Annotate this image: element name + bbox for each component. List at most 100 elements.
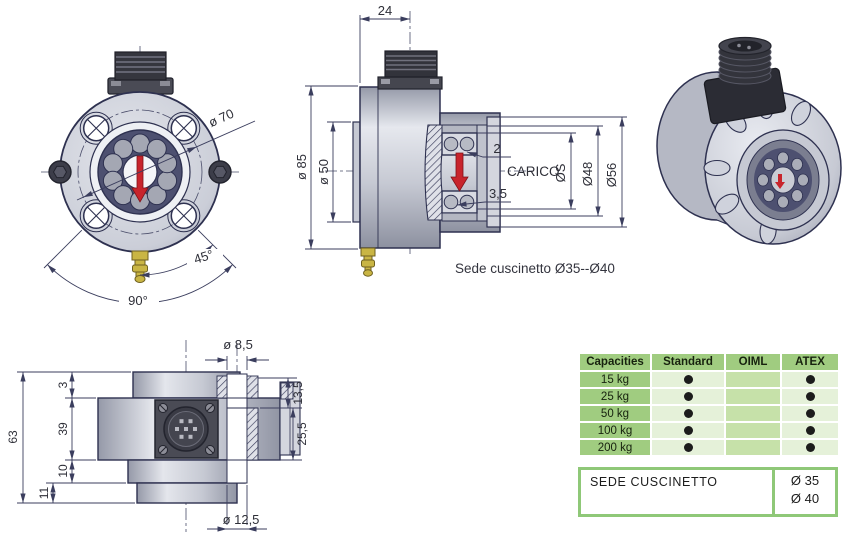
dim-label: 3,5 — [489, 186, 507, 201]
capacity-atex-cell — [782, 389, 838, 404]
connector-side — [377, 50, 443, 90]
dim-hub-56: Ø56 — [500, 116, 627, 228]
capacity-standard-cell — [652, 406, 724, 421]
dim-label: ø 8,5 — [223, 337, 253, 352]
capacity-row: 50 kg — [580, 406, 838, 421]
dim-label: 39 — [56, 422, 70, 436]
seat-value-40: Ø 40 — [790, 491, 820, 506]
load-arrow-icon — [450, 152, 469, 192]
dim-label: ø 12,5 — [223, 512, 260, 527]
dim-label: Ø56 — [604, 163, 619, 188]
plate-screws — [158, 403, 215, 455]
filled-dot-icon — [683, 374, 693, 384]
capacity-label: 100 kg — [580, 423, 650, 438]
dim-ring-48: Ø48 — [487, 125, 603, 217]
dim-label: 3 — [56, 381, 70, 388]
capacity-oiml-cell — [726, 372, 780, 387]
dim-label: 24 — [378, 5, 392, 18]
section-view-drawing: 24 ø 85 ø 50 Ø56 Ø48 — [295, 5, 627, 277]
seat-caption: Sede cuscinetto Ø35--Ø40 — [455, 261, 615, 276]
capacity-row: 200 kg — [580, 440, 838, 455]
dim-label: 2 — [493, 141, 500, 156]
dim-hole-top: ø 8,5 — [205, 337, 269, 370]
dim-label: Ø48 — [580, 162, 595, 187]
capacity-standard-cell — [652, 389, 724, 404]
grease-nipple — [131, 250, 149, 283]
dim-label: 25,5 — [295, 422, 309, 446]
capacity-oiml-cell — [726, 423, 780, 438]
iso-body — [656, 36, 842, 245]
dim-label: 63 — [6, 430, 20, 444]
capacity-oiml-cell — [726, 389, 780, 404]
dim-label: ø 85 — [295, 154, 309, 180]
dim-label: 10 — [56, 464, 70, 478]
dim-label: ø 50 — [316, 159, 331, 185]
filled-dot-icon — [805, 391, 815, 401]
filled-dot-icon — [805, 425, 815, 435]
filled-dot-icon — [683, 391, 693, 401]
load-arrow-icon — [775, 174, 785, 189]
capacity-row: 100 kg — [580, 423, 838, 438]
connector-top — [107, 51, 174, 95]
iso-bearing — [736, 129, 830, 231]
dim-hole-bottom: ø 12,5 — [207, 485, 267, 532]
capacity-oiml-cell — [726, 406, 780, 421]
seat-divider — [772, 470, 775, 514]
capacity-label: 15 kg — [580, 372, 650, 387]
capacity-label: 25 kg — [580, 389, 650, 404]
dim-label: 11 — [37, 486, 51, 499]
bolt-circle — [77, 109, 203, 235]
seat-label: SEDE CUSCINETTO — [590, 475, 718, 489]
capacity-header-row: Capacities Standard OIML ATEX — [580, 354, 838, 370]
dim-angle-45: 45° — [192, 247, 215, 267]
iso-connector — [703, 36, 787, 125]
leader-lip-bottom: 3,5 — [456, 186, 511, 207]
capacity-col-capacities: Capacities — [580, 354, 650, 370]
capacity-atex-cell — [782, 423, 838, 438]
hex-plugs — [48, 160, 232, 184]
capacity-standard-cell — [652, 423, 724, 438]
left-dimensions: 3 39 10 11 63 — [6, 371, 135, 504]
front-view-drawing: ø 70 45° 90° — [41, 46, 256, 308]
leader-lip-top: 2 — [466, 141, 511, 158]
bolt-holes — [79, 111, 201, 233]
capacity-label: 50 kg — [580, 406, 650, 421]
capacity-table-body: 15 kg 25 kg 50 kg 100 kg 200 kg — [580, 372, 838, 455]
dim-label: ø 70 — [206, 106, 236, 130]
right-dimensions: 13,5 25,5 — [258, 377, 309, 461]
capacity-row: 15 kg — [580, 372, 838, 387]
angle-dimensions: 45° 90° — [43, 229, 237, 308]
capacity-col-atex: ATEX — [782, 354, 838, 370]
capacity-col-oiml: OIML — [726, 354, 780, 370]
capacity-label: 200 kg — [580, 440, 650, 455]
grease-nipple — [360, 247, 376, 277]
bolt-hole-section — [216, 373, 259, 484]
connector-face — [154, 399, 219, 459]
dim-seat-S: ØS — [477, 132, 576, 210]
dim-label: 13,5 — [291, 381, 305, 405]
dim-body-85: ø 85 — [295, 85, 358, 250]
dim-pilot-50: ø 50 — [316, 121, 351, 223]
capacity-standard-cell — [652, 440, 724, 455]
dim-angle-90: 90° — [128, 293, 148, 308]
dim-width-24: 24 — [359, 5, 410, 83]
capacity-row: 25 kg — [580, 389, 838, 404]
iso-view-drawing — [656, 36, 842, 245]
filled-dot-icon — [805, 442, 815, 452]
seat-value-35: Ø 35 — [790, 473, 820, 488]
bottom-section-drawing: ø 8,5 3 39 10 11 63 13,5 — [6, 337, 309, 532]
filled-dot-icon — [683, 442, 693, 452]
load-label: CARICO — [507, 164, 560, 179]
capacity-table: Capacities Standard OIML ATEX 15 kg 25 kg… — [578, 352, 838, 457]
pilot-boss — [352, 121, 361, 223]
capacity-atex-cell — [782, 372, 838, 387]
filled-dot-icon — [805, 408, 815, 418]
filled-dot-icon — [683, 425, 693, 435]
dim-label: ØS — [553, 163, 568, 182]
seat-values: Ø 35 Ø 40 — [775, 470, 835, 514]
bearing-seat-box: SEDE CUSCINETTO Ø 35 Ø 40 — [578, 467, 838, 517]
filled-dot-icon — [805, 374, 815, 384]
filled-dot-icon — [683, 408, 693, 418]
capacity-atex-cell — [782, 440, 838, 455]
